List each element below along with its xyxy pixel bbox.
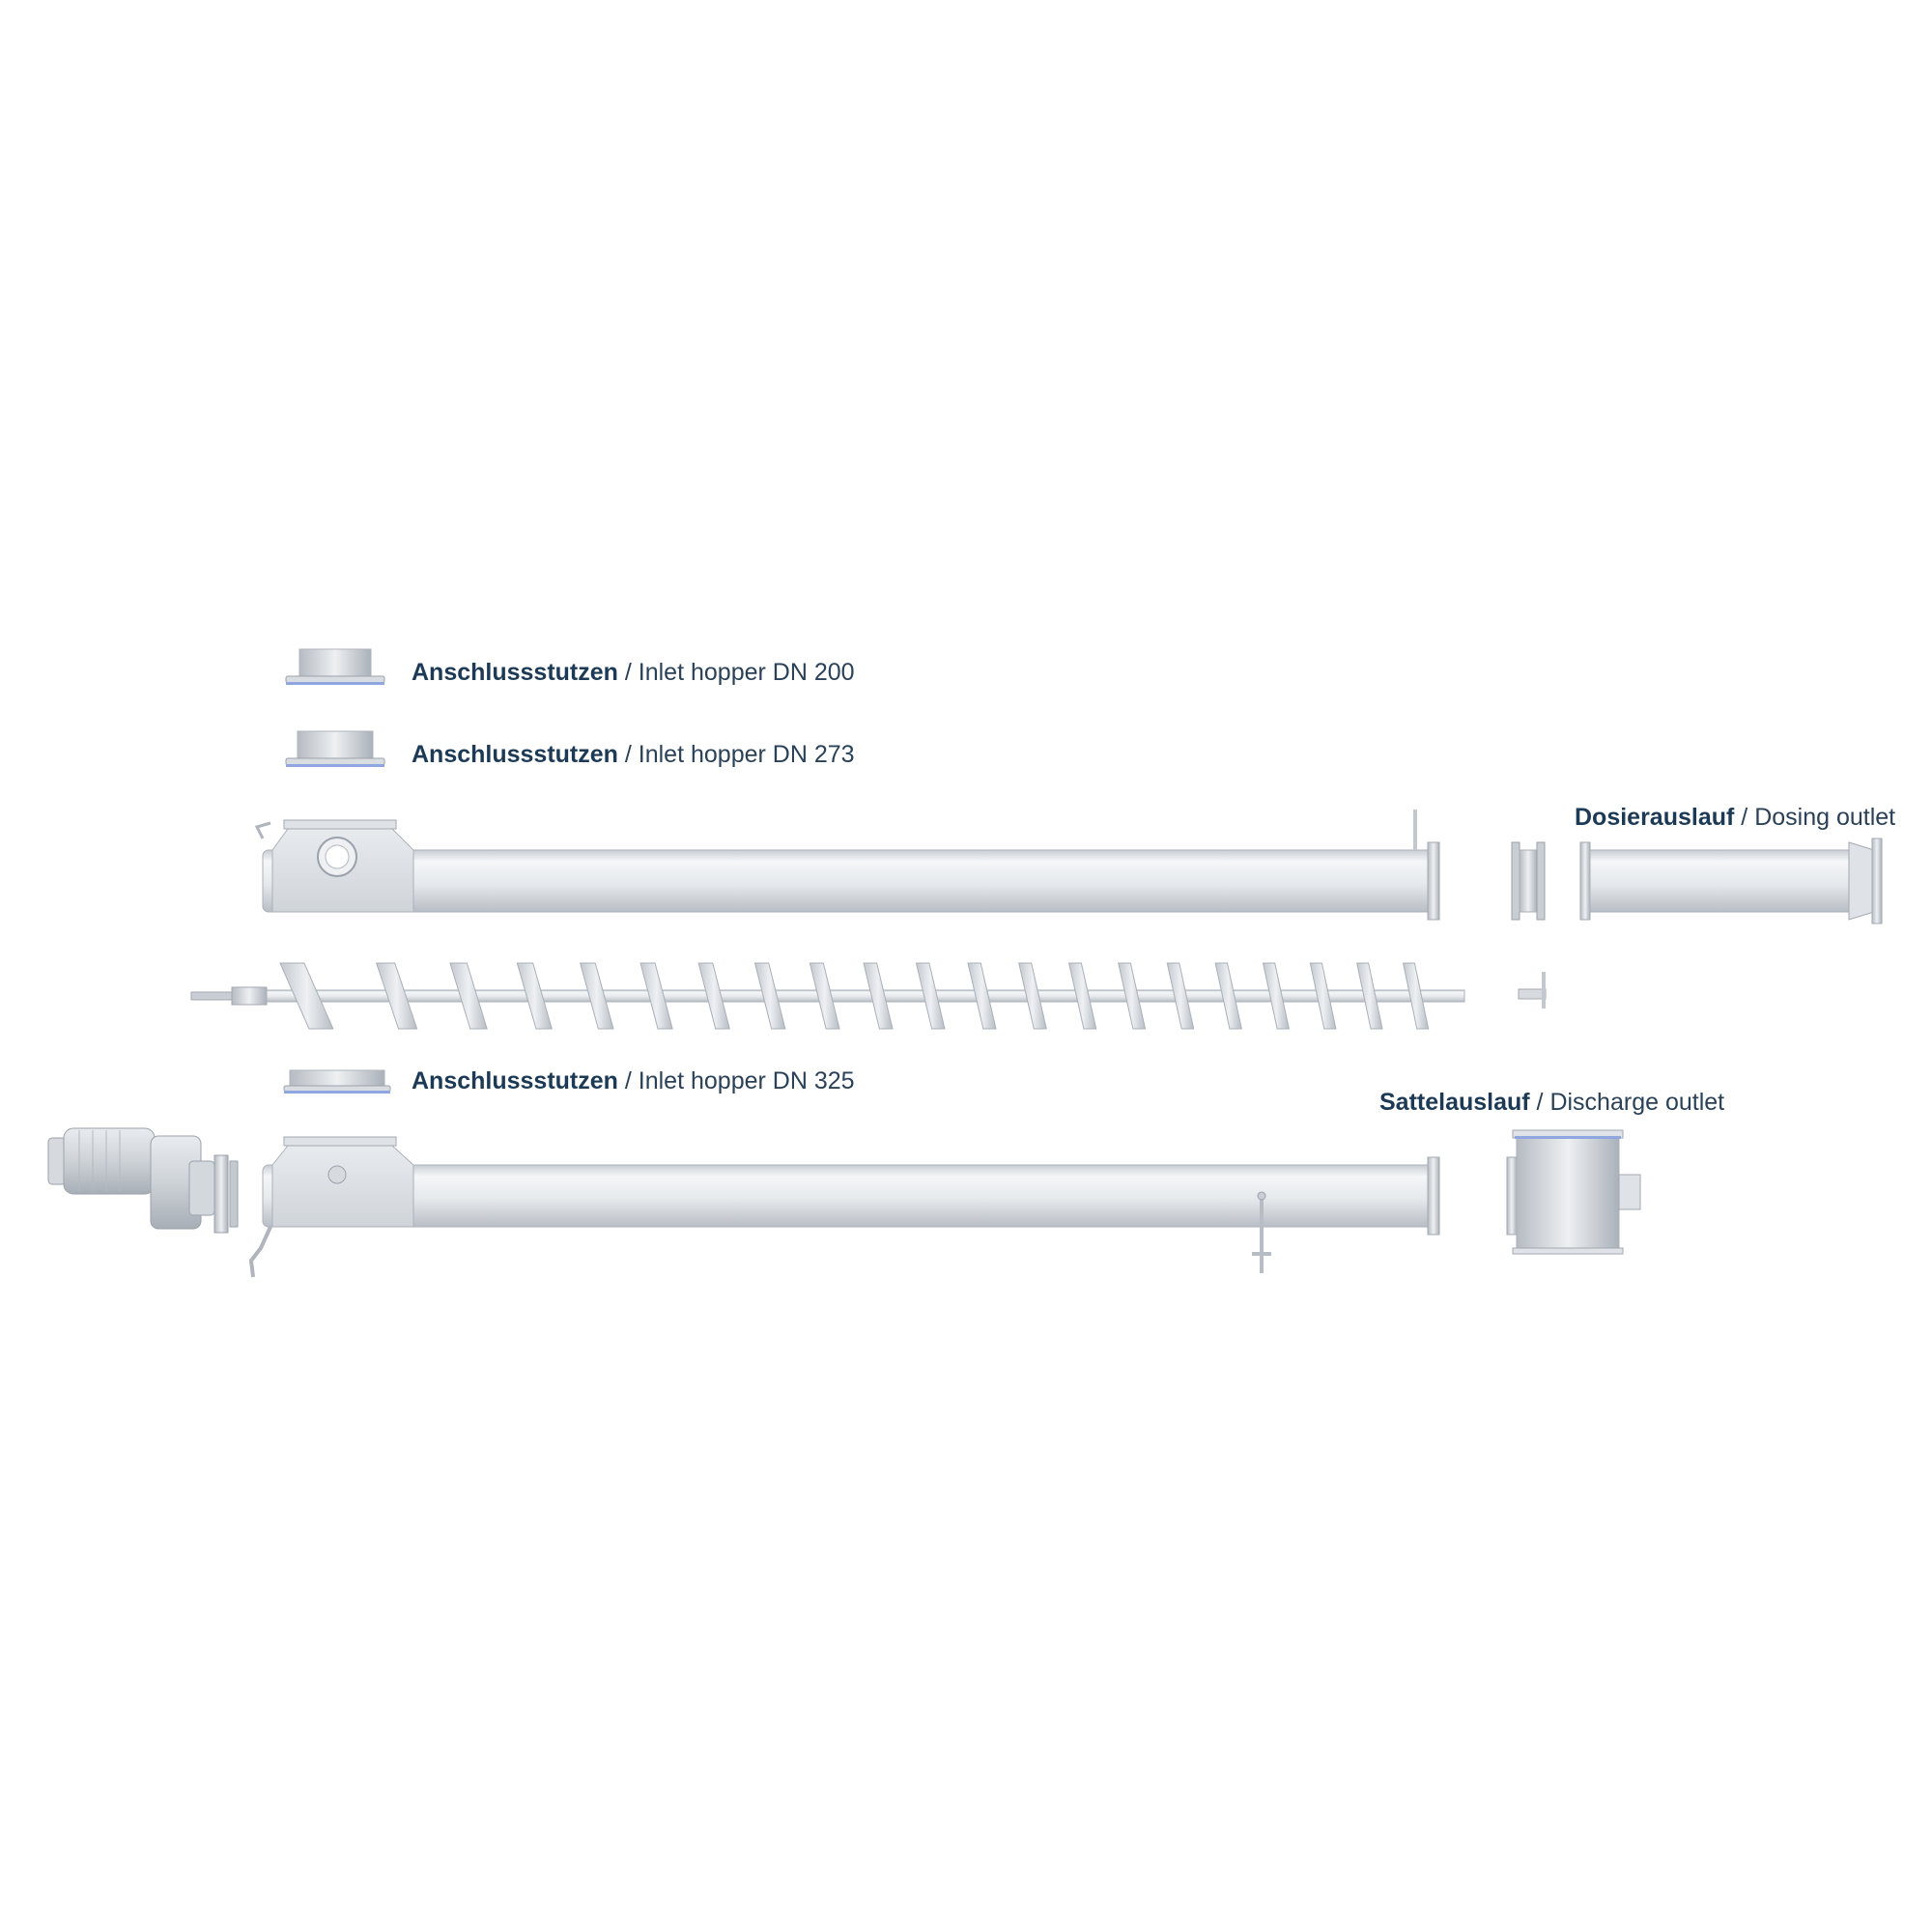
auger-flight [967,962,997,1030]
motor-icon [47,1127,156,1195]
auger-flight [1214,962,1242,1030]
auger-flight [1067,962,1097,1030]
auger-flight [1402,962,1430,1030]
auger-flight [1166,962,1195,1030]
gearbox-icon [150,1135,215,1230]
label-separator: / [1734,804,1755,831]
auger-flight [1118,962,1147,1030]
label-en: Discharge outlet [1549,1089,1725,1116]
inlet-flange-dn273-icon [285,730,385,767]
label-en: Inlet hopper DN 200 [638,659,855,686]
label-de: Dosierauslauf [1575,804,1735,831]
label-en: Inlet hopper DN 273 [638,741,855,768]
motor-gearbox-icon [47,1127,239,1234]
auger-screw-icon [190,962,1465,1030]
label-en: Dosing outlet [1754,804,1896,831]
lower-trough-tube-icon [248,1136,1440,1278]
auger-flight [1356,962,1383,1030]
shaft-end-piece-icon [1518,972,1547,1009]
label-en: Inlet hopper DN 325 [638,1067,855,1094]
auger-flight [863,962,894,1030]
bearing-assembly-icon [1511,841,1546,921]
auger-flight [375,962,418,1030]
auger-flight [753,962,786,1030]
label-dosing-outlet: Dosierauslauf / Dosing outlet [1575,803,1895,832]
label-inlet-dn200: Anschlussstutzen / Inlet hopper DN 200 [412,658,855,687]
label-separator: / [617,741,639,768]
label-de: Anschlussstutzen [412,659,618,686]
label-separator: / [1529,1089,1550,1116]
saddle-outlet-icon [1506,1129,1641,1255]
auger-flight [516,962,553,1030]
upper-trough-tube-icon [254,810,1440,921]
auger-flight [915,962,946,1030]
label-separator: / [617,1067,639,1094]
dosing-outlet-icon [1579,838,1883,924]
auger-flight [1262,962,1290,1030]
inlet-flange-dn325-icon [283,1069,391,1094]
label-inlet-dn325: Anschlussstutzen / Inlet hopper DN 325 [412,1066,855,1095]
label-de: Anschlussstutzen [412,1067,618,1094]
auger-flight [579,962,614,1030]
label-de: Sattelauslauf [1379,1089,1530,1116]
label-discharge-outlet: Sattelauslauf / Discharge outlet [1379,1088,1724,1117]
auger-flight [639,962,673,1030]
auger-flight [449,962,488,1030]
coupling-icon [213,1154,239,1234]
auger-flight [279,962,334,1030]
label-inlet-dn273: Anschlussstutzen / Inlet hopper DN 273 [412,740,855,769]
auger-flight [697,962,730,1030]
auger-flight [1018,962,1047,1030]
auger-flight [809,962,840,1030]
inlet-flange-dn200-icon [285,648,385,685]
label-de: Anschlussstutzen [412,741,618,768]
label-separator: / [617,659,639,686]
auger-flight [1309,962,1337,1030]
